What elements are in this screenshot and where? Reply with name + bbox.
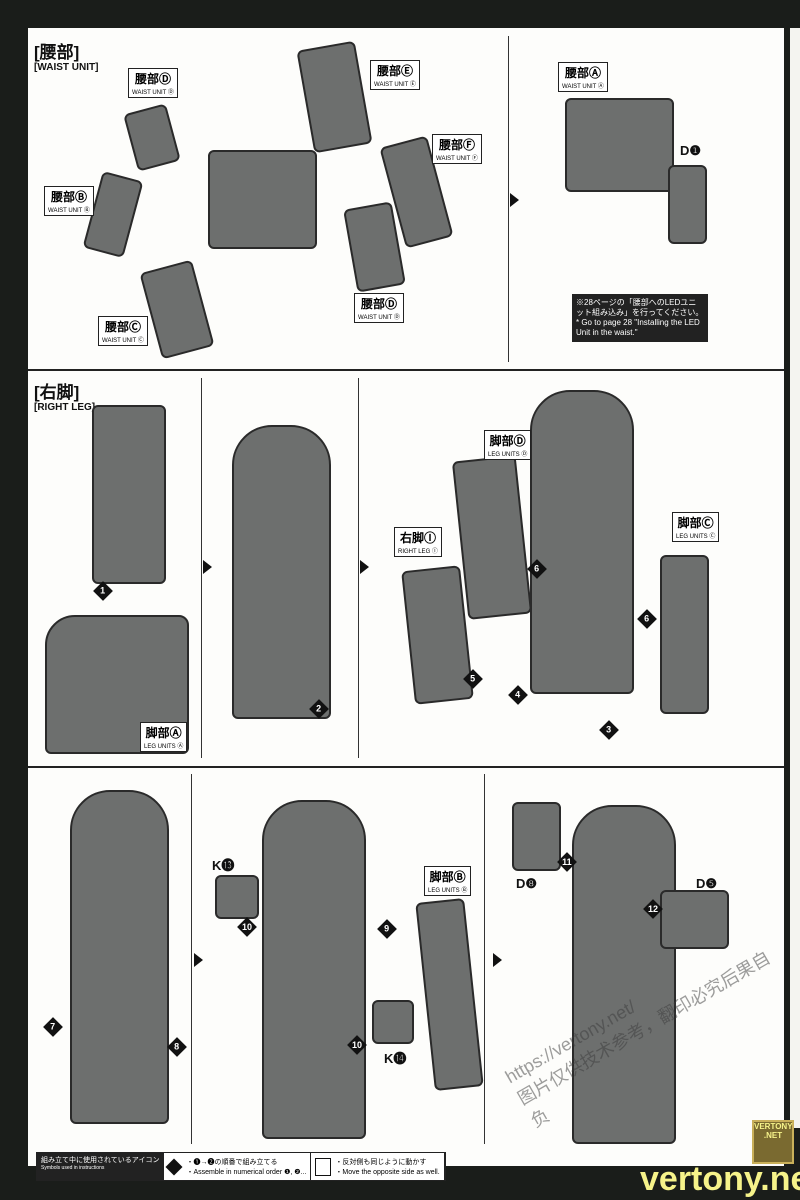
- led-note: ※28ページの「腰部へのLEDユニット組み込み」を行ってください。* Go to…: [572, 294, 708, 342]
- next-arrow: [360, 560, 369, 574]
- mirror-icon: [315, 1157, 332, 1176]
- part-k13: [215, 875, 259, 919]
- part-d5: [660, 890, 729, 949]
- leg-part-c: [660, 555, 709, 714]
- section-subtitle-waist: [WAIST UNIT]: [34, 62, 99, 73]
- step-diamond-icon: [165, 1158, 183, 1175]
- part-label-d8: D❽: [516, 876, 538, 891]
- next-arrow: [194, 953, 203, 967]
- legend-order: ・❶→❷の順番で組み立てる・Assemble in numerical orde…: [164, 1153, 312, 1180]
- leg-frame: [530, 390, 634, 694]
- divider: [191, 774, 192, 1144]
- part-k14: [372, 1000, 414, 1044]
- section-subtitle-right-leg: [RIGHT LEG]: [34, 402, 96, 413]
- legend-opposite: ・反対側も同じように動かす・Move the opposite side as …: [311, 1153, 445, 1180]
- leg-assembly-step7: [70, 790, 169, 1124]
- section-title-right-leg: [右脚]: [34, 383, 80, 402]
- divider: [201, 378, 202, 758]
- part-d8: [512, 802, 561, 871]
- waist-assembly-a: [565, 98, 674, 192]
- watermark-site: vertony.net: [640, 1160, 800, 1198]
- next-arrow: [203, 560, 212, 574]
- section-title-waist: [腰部]: [34, 43, 80, 62]
- divider: [508, 36, 509, 362]
- leg-assembly-step9: [262, 800, 366, 1139]
- watermark-badge: VERTONY .NET: [752, 1120, 794, 1164]
- waist-core: [208, 150, 317, 249]
- part-label-d5: D❺: [696, 876, 718, 891]
- divider: [28, 766, 784, 768]
- next-page-edge: [790, 28, 800, 1128]
- part-label-d1: D❶: [680, 143, 702, 158]
- next-arrow: [510, 193, 519, 207]
- part-label-k14: K⓮: [384, 1051, 407, 1066]
- divider: [358, 378, 359, 758]
- leg-upper: [92, 405, 166, 584]
- leg-assembly-step11: [572, 805, 676, 1144]
- divider: [484, 774, 485, 1144]
- next-arrow: [493, 953, 502, 967]
- part-d1: [668, 165, 707, 244]
- leg-assembly: [232, 425, 331, 719]
- part-label-k13: K⓭: [212, 858, 235, 873]
- divider: [28, 369, 784, 371]
